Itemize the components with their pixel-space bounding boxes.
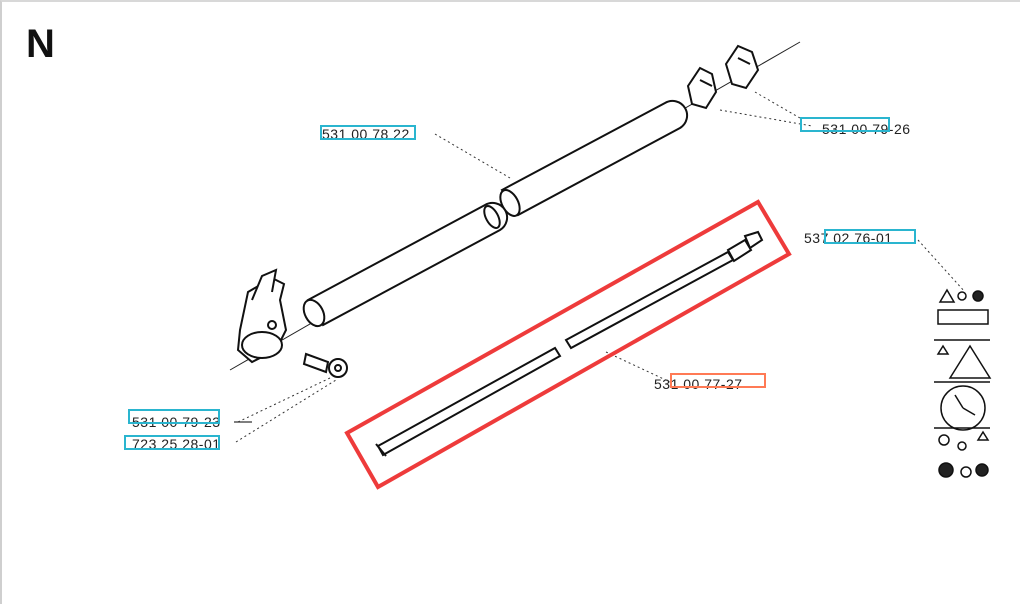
clamp-top-part (686, 44, 760, 110)
highlight-screw (124, 435, 220, 450)
highlight-drive-shaft (670, 373, 766, 388)
tube-upper (499, 99, 689, 217)
selection-box (344, 199, 792, 490)
highlight-clamp-top (800, 117, 890, 132)
tube-lower (302, 201, 509, 328)
drive-shaft-part (375, 230, 764, 457)
highlight-tube (320, 125, 416, 140)
highlight-clamp-bottom (128, 409, 220, 424)
decal-sheet (933, 285, 992, 483)
highlight-decal (824, 229, 916, 244)
section-letter: N (26, 22, 55, 66)
leader-lines (235, 91, 966, 443)
part-label-drive-shaft: 531 00 77-27 (654, 376, 743, 392)
screw-part (302, 352, 348, 378)
clamp-bottom-part (236, 268, 288, 364)
